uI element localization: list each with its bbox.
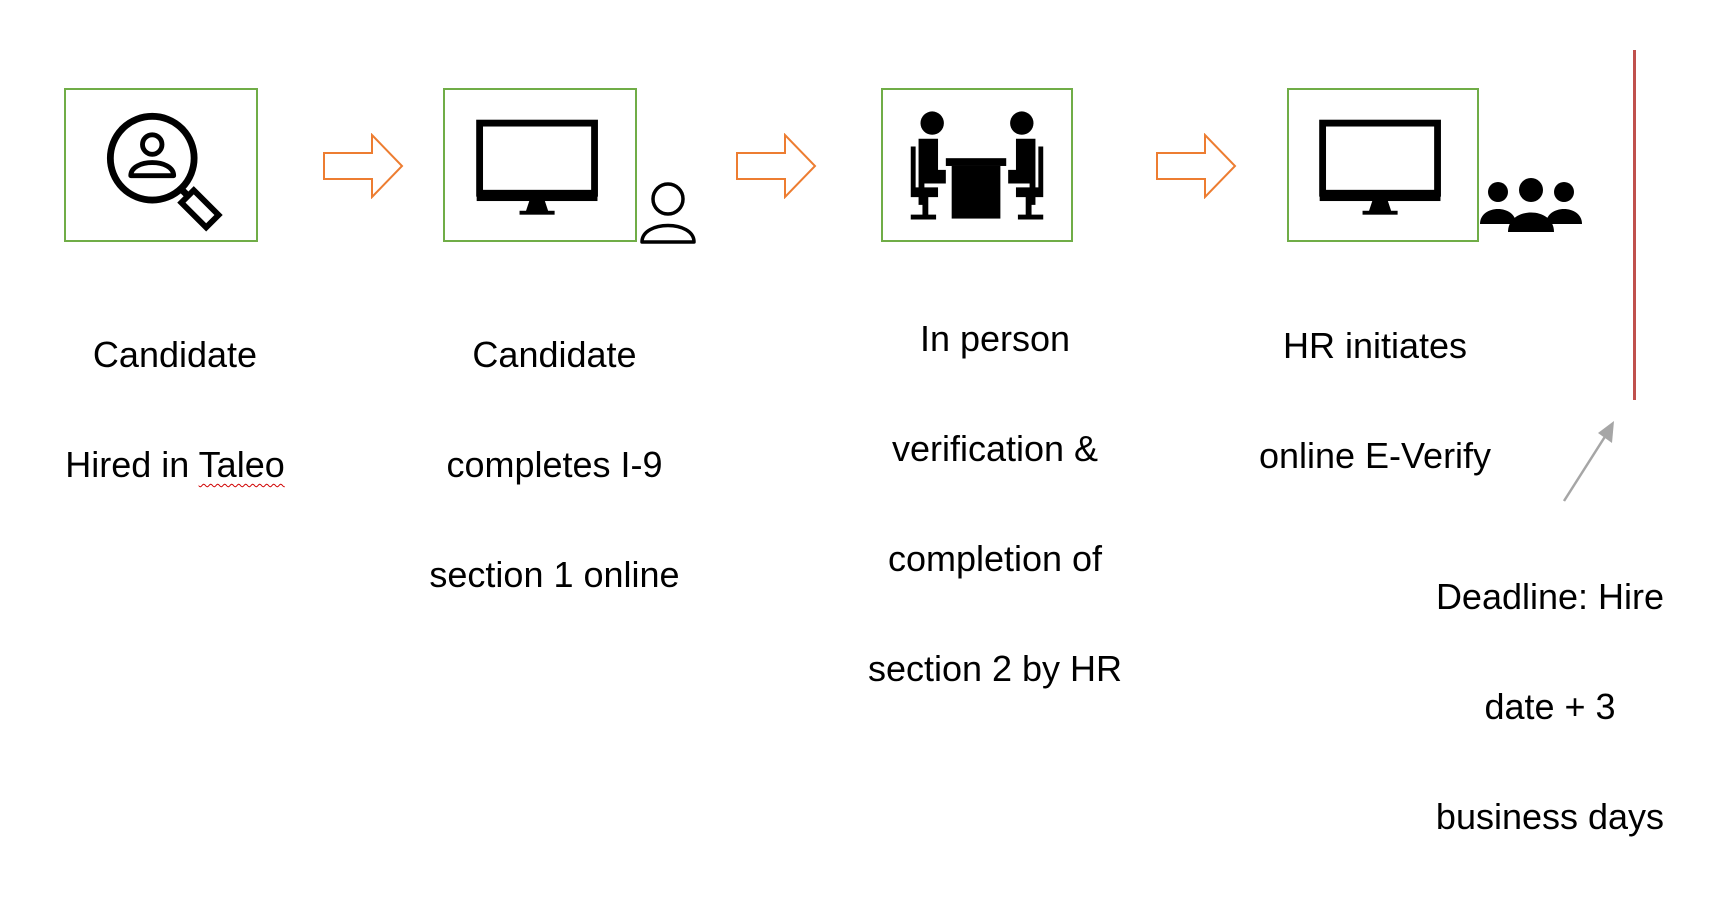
computer-monitor-icon: [1319, 119, 1441, 215]
step-1-box: [64, 88, 258, 242]
meeting-table-icon: [910, 111, 1044, 220]
user-outline-icon: [640, 182, 696, 244]
taleo-word: Taleo: [198, 444, 285, 485]
flow-arrow-1: [323, 133, 404, 199]
step-3-label-line-3: completion of: [887, 538, 1103, 579]
person-search-icon: [106, 112, 223, 232]
step-1-label: Candidate Hired in Taleo: [30, 272, 320, 547]
group-users-icon: [1480, 178, 1582, 232]
step-1-label-line-1: Candidate: [92, 334, 258, 375]
flow-arrow-2: [736, 133, 817, 199]
pointer-arrow-icon: [1562, 421, 1614, 502]
deadline-label-line-3: business days: [1435, 796, 1665, 837]
deadline-label: Deadline: Hire date + 3 business days: [1395, 514, 1705, 899]
step-3-label-line-1: In person: [919, 318, 1071, 359]
step-2-label-line-1: Candidate: [472, 334, 637, 375]
deadline-label-line-2: date + 3: [1484, 686, 1616, 727]
deadline-line: [1633, 50, 1636, 400]
step-1-label-line-2: Hired in Taleo: [65, 444, 285, 485]
deadline-label-line-1: Deadline: Hire: [1435, 576, 1665, 617]
step-3-label: In person verification & completion of s…: [830, 256, 1160, 751]
step-4-label-line-2: online E-Verify: [1258, 435, 1492, 476]
step-3-box: [881, 88, 1073, 242]
step-3-label-line-4: section 2 by HR: [867, 648, 1123, 689]
step-2-label: Candidate completes I-9 section 1 online: [392, 272, 717, 657]
step-4-label: HR initiates online E-Verify: [1210, 263, 1540, 538]
step-3-label-line-2: verification &: [891, 428, 1099, 469]
step-2-box: [443, 88, 637, 242]
computer-monitor-icon: [476, 119, 598, 215]
step-4-label-line-1: HR initiates: [1282, 325, 1468, 366]
step-2-label-line-3: section 1 online: [429, 554, 680, 595]
flow-arrow-3: [1156, 133, 1237, 199]
step-4-box: [1287, 88, 1479, 242]
step-2-label-line-2: completes I-9: [446, 444, 663, 485]
